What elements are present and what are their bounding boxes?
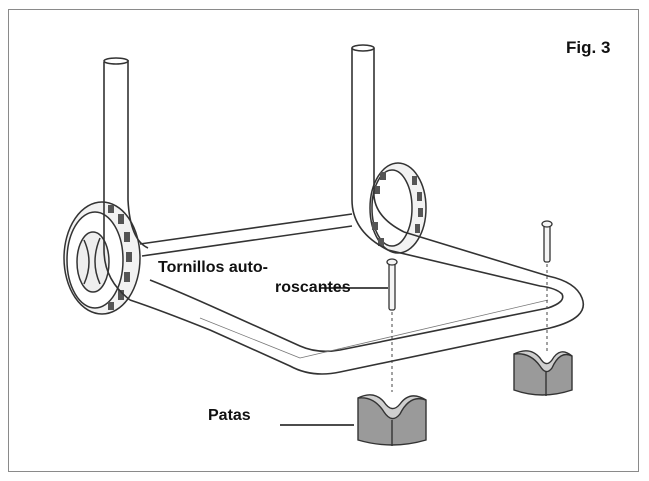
- screws-callout-line2: roscantes: [275, 279, 351, 296]
- self-tapping-screws: [386, 220, 553, 311]
- screws-callout: Tornillos auto- roscantes: [158, 258, 351, 298]
- legs-callout: Patas: [208, 407, 251, 424]
- figure-label: Fig. 3: [566, 38, 611, 57]
- cart-frame: [103, 44, 585, 375]
- right-wheel: [369, 162, 427, 254]
- left-wheel: [63, 201, 141, 315]
- screws-callout-line1: Tornillos auto-: [158, 259, 268, 276]
- guide-lines: [391, 264, 548, 392]
- foot-front: [357, 394, 427, 446]
- foot-rear: [513, 350, 573, 396]
